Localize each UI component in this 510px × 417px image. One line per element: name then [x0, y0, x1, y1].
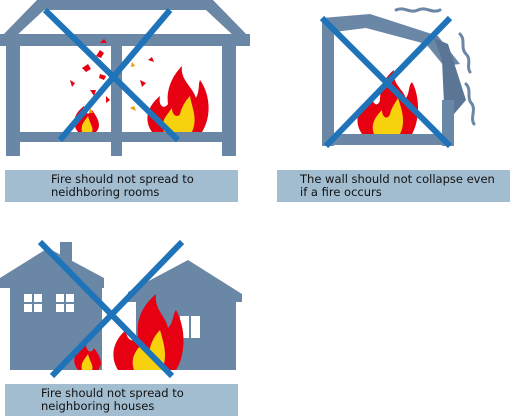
caption-neighboring-houses: Fire should not spread to neighboring ho… — [5, 384, 238, 416]
shake-marks — [394, 7, 476, 126]
caption-neighboring-rooms: Fire should not spread to neidhboring ro… — [5, 170, 238, 202]
houses-illustration — [0, 239, 242, 379]
wall-illustration — [319, 7, 476, 149]
window-icons — [24, 294, 74, 312]
wall-left-column — [322, 18, 334, 146]
caption-line-1: Fire should not spread to — [51, 172, 194, 186]
panel-wall-collapse: The wall should not collapse even if a f… — [270, 0, 510, 210]
top-beam — [0, 34, 250, 46]
fire-icon — [74, 344, 101, 370]
panel-neighboring-houses: Fire should not spread to neighboring ho… — [0, 236, 250, 417]
caption-line-1: Fire should not spread to — [41, 386, 184, 400]
left-column — [6, 34, 20, 156]
center-wall — [111, 34, 122, 156]
spark-icons — [70, 39, 154, 113]
fire-icon-large — [147, 66, 209, 132]
rooms-illustration — [0, 0, 250, 156]
right-column — [222, 34, 236, 156]
panel-neighboring-rooms: Fire should not spread to neidhboring ro… — [0, 0, 250, 210]
caption-line-2: neidhboring rooms — [51, 185, 160, 199]
roof-outline — [0, 0, 250, 38]
caption-wall-collapse: The wall should not collapse even if a f… — [277, 170, 510, 202]
fire-icon — [357, 70, 418, 134]
floor-beam — [6, 132, 236, 142]
collapsing-wall — [434, 38, 466, 114]
cross-out-icon — [319, 15, 453, 149]
cross-out-icon — [42, 7, 181, 143]
wall-right-post — [442, 100, 454, 146]
cross-out-icon — [37, 239, 185, 379]
tilted-roof — [322, 14, 460, 66]
caption-line-2: if a fire occurs — [300, 185, 382, 199]
wall-floor — [322, 134, 454, 145]
caption-line-1: The wall should not collapse even — [300, 172, 495, 186]
caption-line-2: neighboring houses — [41, 399, 155, 413]
